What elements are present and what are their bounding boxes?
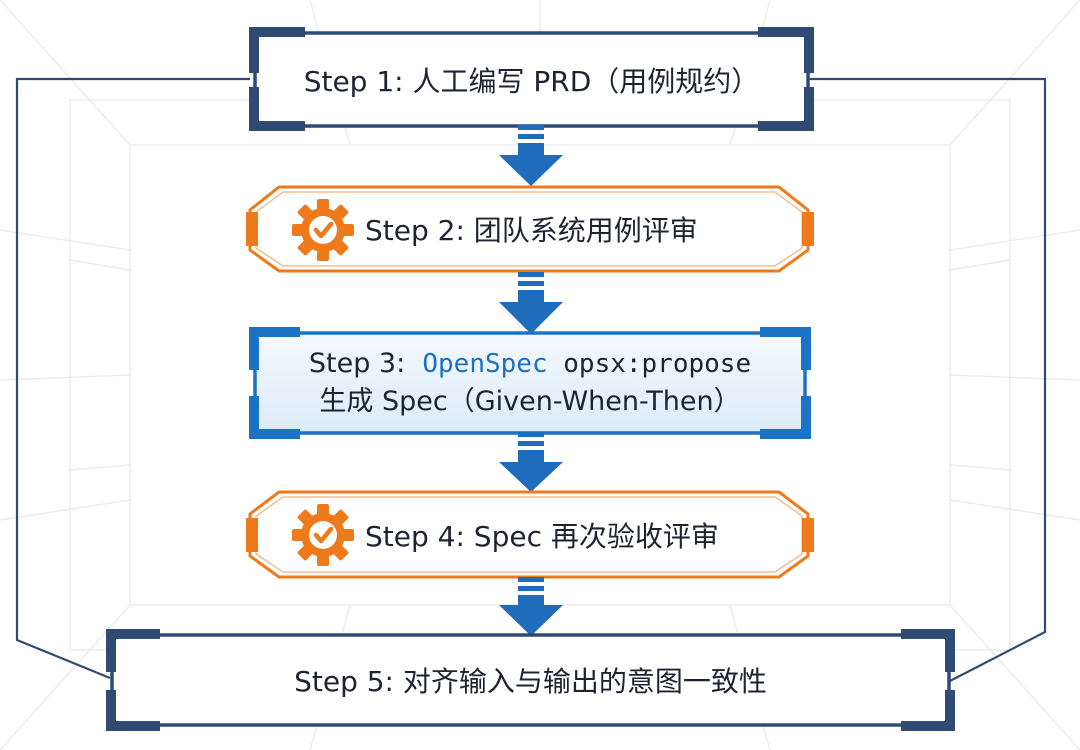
step-3-label: Step 3: OpenSpec opsx:propose 生成 Spec（Gi… <box>255 336 805 430</box>
arrow-down-3 <box>499 432 563 492</box>
step-5-box <box>106 629 955 731</box>
step-3-line-2: 生成 Spec（Given-When-Then） <box>319 386 741 417</box>
step-5-text: Step 5: 对齐输入与输出的意图一致性 <box>294 665 767 698</box>
gear-check-icon <box>292 199 354 261</box>
feedback-loop-lines <box>15 77 1047 683</box>
step-1-text: Step 1: 人工编写 PRD（用例规约） <box>303 64 760 98</box>
step-4-box <box>246 490 814 579</box>
step-3-prefix: Step 3: <box>308 348 423 379</box>
arrow-down-4 <box>499 577 563 636</box>
opsx-propose-command: opsx:propose <box>547 349 752 379</box>
step-5-label: Step 5: 对齐输入与输出的意图一致性 <box>112 635 949 725</box>
gear-check-icon <box>292 504 354 566</box>
openspec-keyword: OpenSpec <box>422 349 548 379</box>
arrow-down-2 <box>499 272 563 334</box>
step-2-text: Step 2: 团队系统用例评审 <box>365 214 698 247</box>
step-2-label: Step 2: 团队系统用例评审 <box>365 187 765 271</box>
step-4-label: Step 4: Spec 再次验收评审 <box>365 492 785 577</box>
step-2-box <box>246 185 814 273</box>
step-4-text: Step 4: Spec 再次验收评审 <box>365 519 719 553</box>
arrow-down-1 <box>499 125 563 186</box>
step-1-box <box>249 27 814 131</box>
step-1-label: Step 1: 人工编写 PRD（用例规约） <box>255 33 808 126</box>
step-3-line-1: Step 3: OpenSpec opsx:propose <box>309 345 751 383</box>
step-3-box <box>249 327 811 439</box>
